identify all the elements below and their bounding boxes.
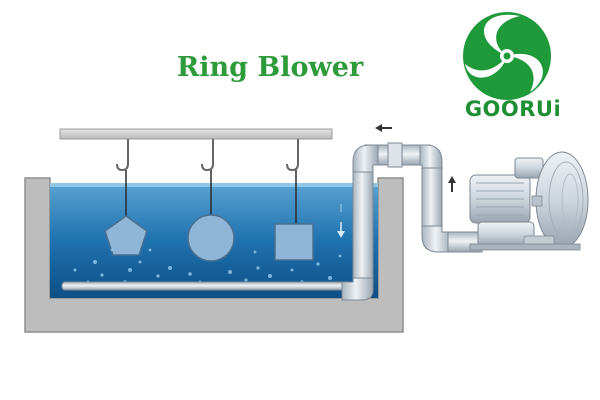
air-bubbles: [73, 248, 342, 288]
hanging-wires: [125, 170, 297, 224]
rise-pipe: [421, 167, 443, 231]
pipe-coupling: [387, 142, 403, 168]
down-pipe: [352, 165, 374, 285]
arrow-down-icon: [337, 204, 345, 238]
hanger-rail: [59, 128, 333, 140]
goorui-logo-icon: [463, 12, 551, 100]
pentagon-part: [104, 215, 148, 256]
arrow-left-icon: [375, 124, 392, 132]
ring-blower-icon: [469, 151, 589, 251]
down-pipe-elbow: [341, 277, 374, 301]
aeration-pipe: [61, 281, 353, 291]
brand-name: GOORUi: [464, 97, 562, 121]
page-title: Ring Blower: [176, 52, 364, 83]
arrow-up-icon: [448, 176, 456, 192]
square-part: [274, 223, 314, 261]
hook-icon: [116, 139, 299, 172]
circle-part: [187, 214, 235, 262]
left-elbow: [352, 144, 379, 173]
